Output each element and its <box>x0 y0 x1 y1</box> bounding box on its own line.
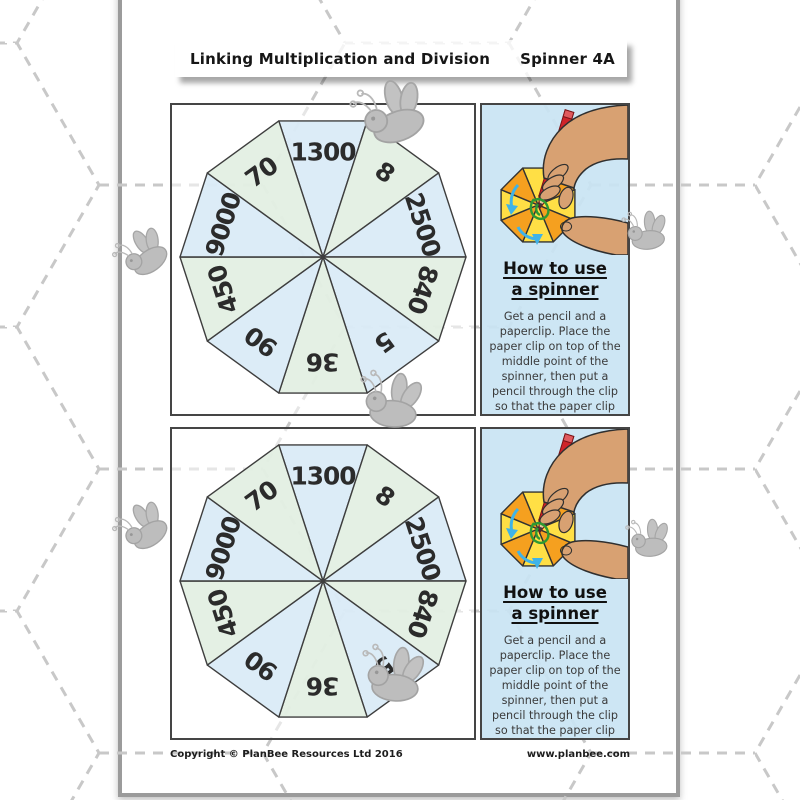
copyright-text: Copyright © PlanBee Resources Ltd 2016 <box>170 749 403 760</box>
howto-heading-line1: How to use <box>503 259 607 278</box>
spinner-value: 1300 <box>290 138 356 167</box>
howto-heading: How to use a spinner <box>503 583 607 624</box>
website-text: www.planbee.com <box>526 749 630 760</box>
spinner-value: 36 <box>307 671 340 700</box>
spinner-value: 36 <box>307 347 340 376</box>
howto-heading-line2: a spinner <box>511 279 599 299</box>
howto-heading-line2: a spinner <box>511 603 599 623</box>
page-footer: Copyright © PlanBee Resources Ltd 2016 w… <box>170 749 630 760</box>
spinner-usage-illustration <box>499 429 628 579</box>
page-label: Spinner 4A <box>520 49 615 68</box>
instructions-panel: How to use a spinner Get a pencil and a … <box>480 427 630 740</box>
page-header: Linking Multiplication and Division Spin… <box>175 40 627 77</box>
howto-heading: How to use a spinner <box>503 259 607 300</box>
howto-heading-line1: How to use <box>503 583 607 602</box>
lesson-title: Linking Multiplication and Division <box>190 49 491 68</box>
spinner-value: 1300 <box>290 462 356 491</box>
spinner-usage-illustration <box>499 105 628 255</box>
howto-body: Get a pencil and a paperclip. Place the … <box>489 310 621 414</box>
instructions-panel: How to use a spinner Get a pencil and a … <box>480 103 630 416</box>
howto-body: Get a pencil and a paperclip. Place the … <box>489 634 621 738</box>
